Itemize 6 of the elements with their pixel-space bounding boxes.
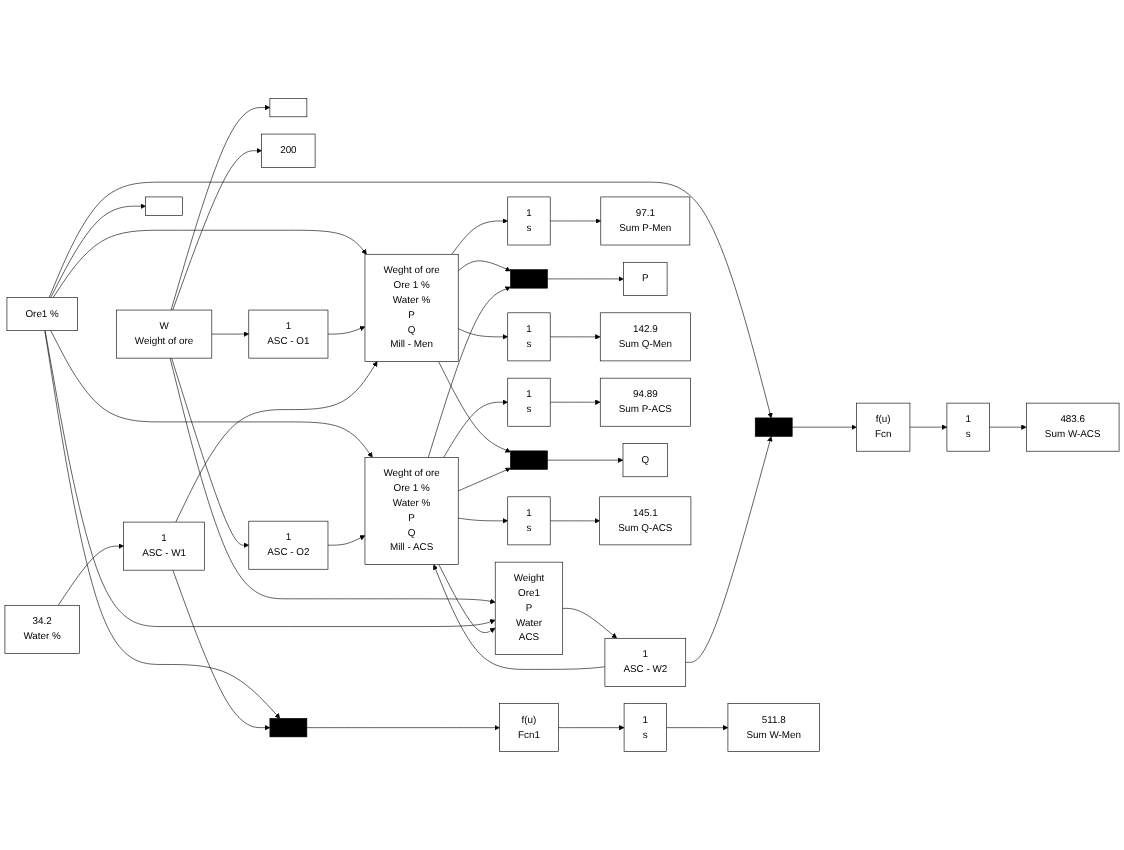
node-box xyxy=(269,98,308,118)
node-bar xyxy=(269,718,308,738)
node-box xyxy=(145,196,183,216)
node-bar xyxy=(754,417,793,437)
node-bar xyxy=(510,269,548,289)
node-bar xyxy=(510,450,548,470)
